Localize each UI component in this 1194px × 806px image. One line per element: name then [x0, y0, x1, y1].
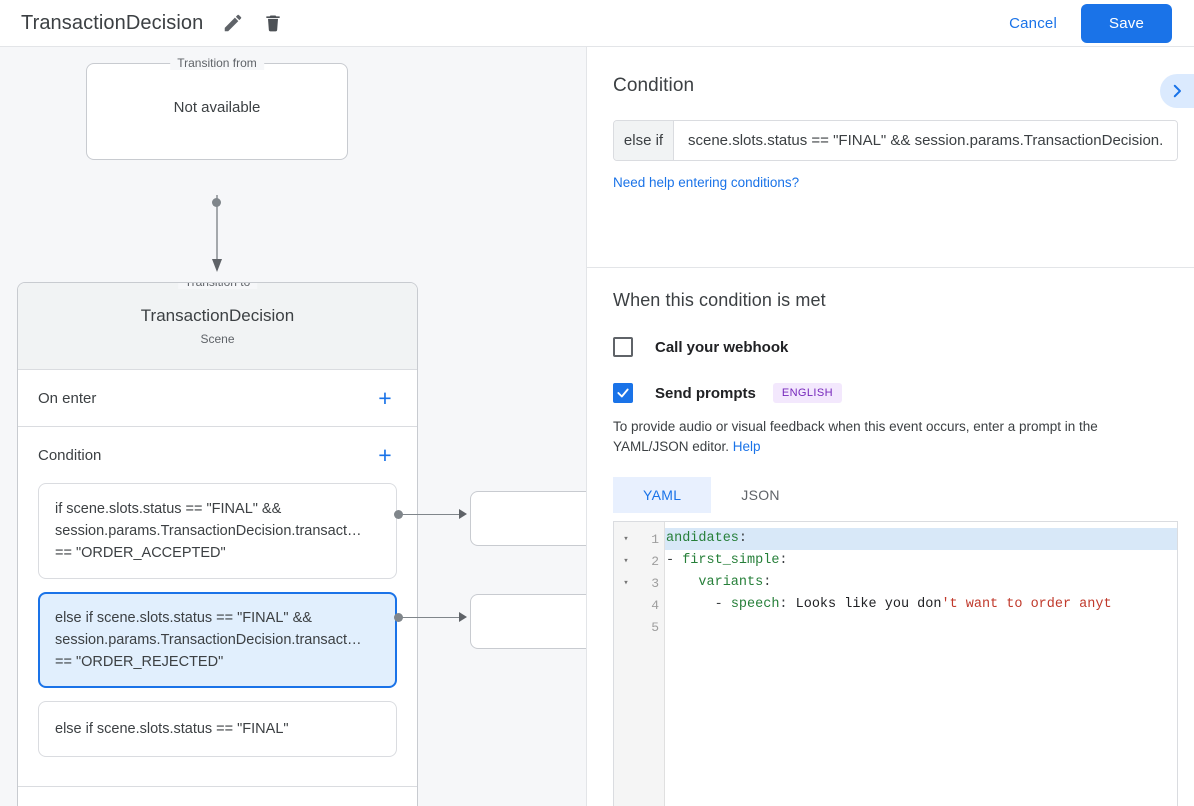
send-prompts-checkbox[interactable] — [613, 383, 633, 403]
page-title: TransactionDecision — [21, 11, 204, 34]
code-token: : — [738, 531, 748, 546]
connector-arrowhead-rejected — [459, 612, 467, 622]
call-webhook-row[interactable]: Call your webhook — [613, 337, 1169, 357]
section-condition-title: Condition — [38, 446, 102, 464]
code-token: : — [779, 597, 796, 612]
call-webhook-checkbox[interactable] — [613, 337, 633, 357]
tab-json[interactable]: JSON — [711, 477, 810, 513]
language-badge: ENGLISH — [772, 383, 842, 403]
send-prompts-description-text: To provide audio or visual feedback when… — [613, 419, 1098, 454]
transition-to-subtitle: Scene — [200, 332, 235, 346]
connector-arrowhead-accepted — [459, 509, 467, 519]
transition-to-card: Transition to TransactionDecision Scene … — [17, 282, 418, 806]
section-slot-filling: Slot filling + Slot validation — [18, 787, 417, 806]
graph-panel: Transition from Not available Transition… — [0, 47, 586, 806]
condition-input[interactable] — [674, 121, 1177, 160]
transition-target-card-rejected[interactable] — [470, 594, 586, 649]
section-condition-head: Condition + — [38, 427, 397, 483]
condition-header-area: Condition else if Need help entering con… — [587, 47, 1194, 192]
editor-gutter-line: ▾3 — [614, 572, 664, 594]
call-webhook-label: Call your webhook — [655, 338, 789, 356]
editor-code-line[interactable]: andidates: — [665, 528, 1177, 550]
code-token: variants — [698, 575, 764, 590]
cancel-button[interactable]: Cancel — [995, 6, 1071, 41]
editor-line-number: 5 — [651, 619, 659, 635]
connector-dot-accepted — [394, 510, 403, 519]
top-bar: TransactionDecision Cancel Save — [0, 0, 1194, 47]
transition-to-legend: Transition to — [177, 283, 258, 289]
section-on-enter-head: On enter + — [38, 370, 397, 426]
condition-item-final[interactable]: else if scene.slots.status == "FINAL" — [38, 701, 397, 757]
fold-toggle-icon[interactable]: ▾ — [623, 534, 629, 544]
section-slot-filling-head: Slot filling + — [38, 787, 397, 806]
code-token: first_simple — [682, 553, 780, 568]
transition-from-card[interactable]: Transition from Not available — [86, 56, 348, 160]
condition-help-link[interactable]: Need help entering conditions? — [613, 175, 800, 190]
editor-code-line[interactable]: - first_simple: — [665, 550, 1177, 572]
fold-toggle-icon[interactable]: ▾ — [623, 556, 629, 566]
condition-prefix-label: else if — [614, 121, 674, 160]
connector-arrow-down — [212, 195, 222, 272]
when-condition-met-heading: When this condition is met — [613, 290, 826, 310]
send-prompts-label: Send prompts — [655, 384, 756, 402]
section-on-enter: On enter + — [18, 370, 417, 427]
code-token: speech — [730, 597, 780, 612]
section-condition: Condition + if scene.slots.status == "FI… — [18, 427, 417, 787]
send-prompts-row[interactable]: Send prompts ENGLISH — [613, 383, 1169, 403]
save-button[interactable]: Save — [1081, 3, 1172, 43]
transition-target-card-accepted[interactable] — [470, 491, 586, 546]
add-slot-filling-button[interactable]: + — [373, 803, 397, 806]
transition-from-legend: Transition from — [170, 56, 264, 70]
editor-line-number: 1 — [651, 531, 659, 547]
code-token — [666, 575, 698, 590]
send-prompts-help-link[interactable]: Help — [732, 439, 761, 454]
send-prompts-description: To provide audio or visual feedback when… — [613, 417, 1169, 457]
add-on-enter-button[interactable]: + — [373, 386, 397, 410]
panel-divider — [587, 267, 1194, 268]
code-token: 't want to order anyt — [941, 597, 1112, 612]
pencil-icon[interactable] — [221, 11, 245, 35]
chevron-right-icon[interactable] — [1160, 74, 1194, 108]
tab-yaml[interactable]: YAML — [613, 477, 712, 513]
trash-icon[interactable] — [261, 11, 285, 35]
title-actions — [221, 11, 285, 35]
transition-from-value: Not available — [173, 99, 261, 116]
editor-code-line[interactable]: variants: — [665, 572, 1177, 594]
detail-panel: Condition else if Need help entering con… — [586, 47, 1194, 806]
transition-to-title: TransactionDecision — [140, 306, 295, 325]
section-on-enter-title: On enter — [38, 389, 97, 407]
code-token: Looks like you don — [795, 597, 942, 612]
editor-gutter-line: 4 — [614, 594, 664, 616]
code-token: : — [779, 553, 788, 568]
editor-code-line[interactable]: - speech: Looks like you don't want to o… — [665, 594, 1177, 616]
code-token: : — [763, 575, 772, 590]
editor-format-tabs: YAML JSON — [613, 477, 1169, 513]
editor-gutter-line: 5 — [614, 616, 664, 638]
condition-item-rejected[interactable]: else if scene.slots.status == "FINAL" &&… — [38, 592, 397, 688]
editor-line-number: 2 — [651, 553, 659, 569]
editor-line-number: 3 — [651, 575, 659, 591]
editor-gutter-line: ▾1 — [614, 528, 664, 550]
connector-dot-rejected — [394, 613, 403, 622]
top-bar-actions: Cancel Save — [995, 3, 1172, 43]
fold-toggle-icon[interactable]: ▾ — [623, 578, 629, 588]
when-condition-met-area: When this condition is met Call your web… — [587, 268, 1194, 806]
add-condition-button[interactable]: + — [373, 443, 397, 467]
code-token: - — [666, 553, 683, 568]
editor-gutter-line: ▾2 — [614, 550, 664, 572]
editor-code-area[interactable]: andidates:- first_simple: variants: - sp… — [665, 522, 1177, 806]
code-token: - — [666, 597, 731, 612]
detail-panel-title: Condition — [613, 75, 695, 96]
editor-code-line[interactable] — [665, 616, 1177, 638]
condition-input-row: else if — [613, 120, 1178, 161]
transition-to-header: TransactionDecision Scene — [18, 283, 417, 370]
code-token: andidates — [666, 531, 739, 546]
connector-line-accepted — [400, 514, 462, 515]
editor-line-number: 4 — [651, 597, 659, 613]
condition-item-accepted[interactable]: if scene.slots.status == "FINAL" && sess… — [38, 483, 397, 579]
connector-line-rejected — [400, 617, 462, 618]
